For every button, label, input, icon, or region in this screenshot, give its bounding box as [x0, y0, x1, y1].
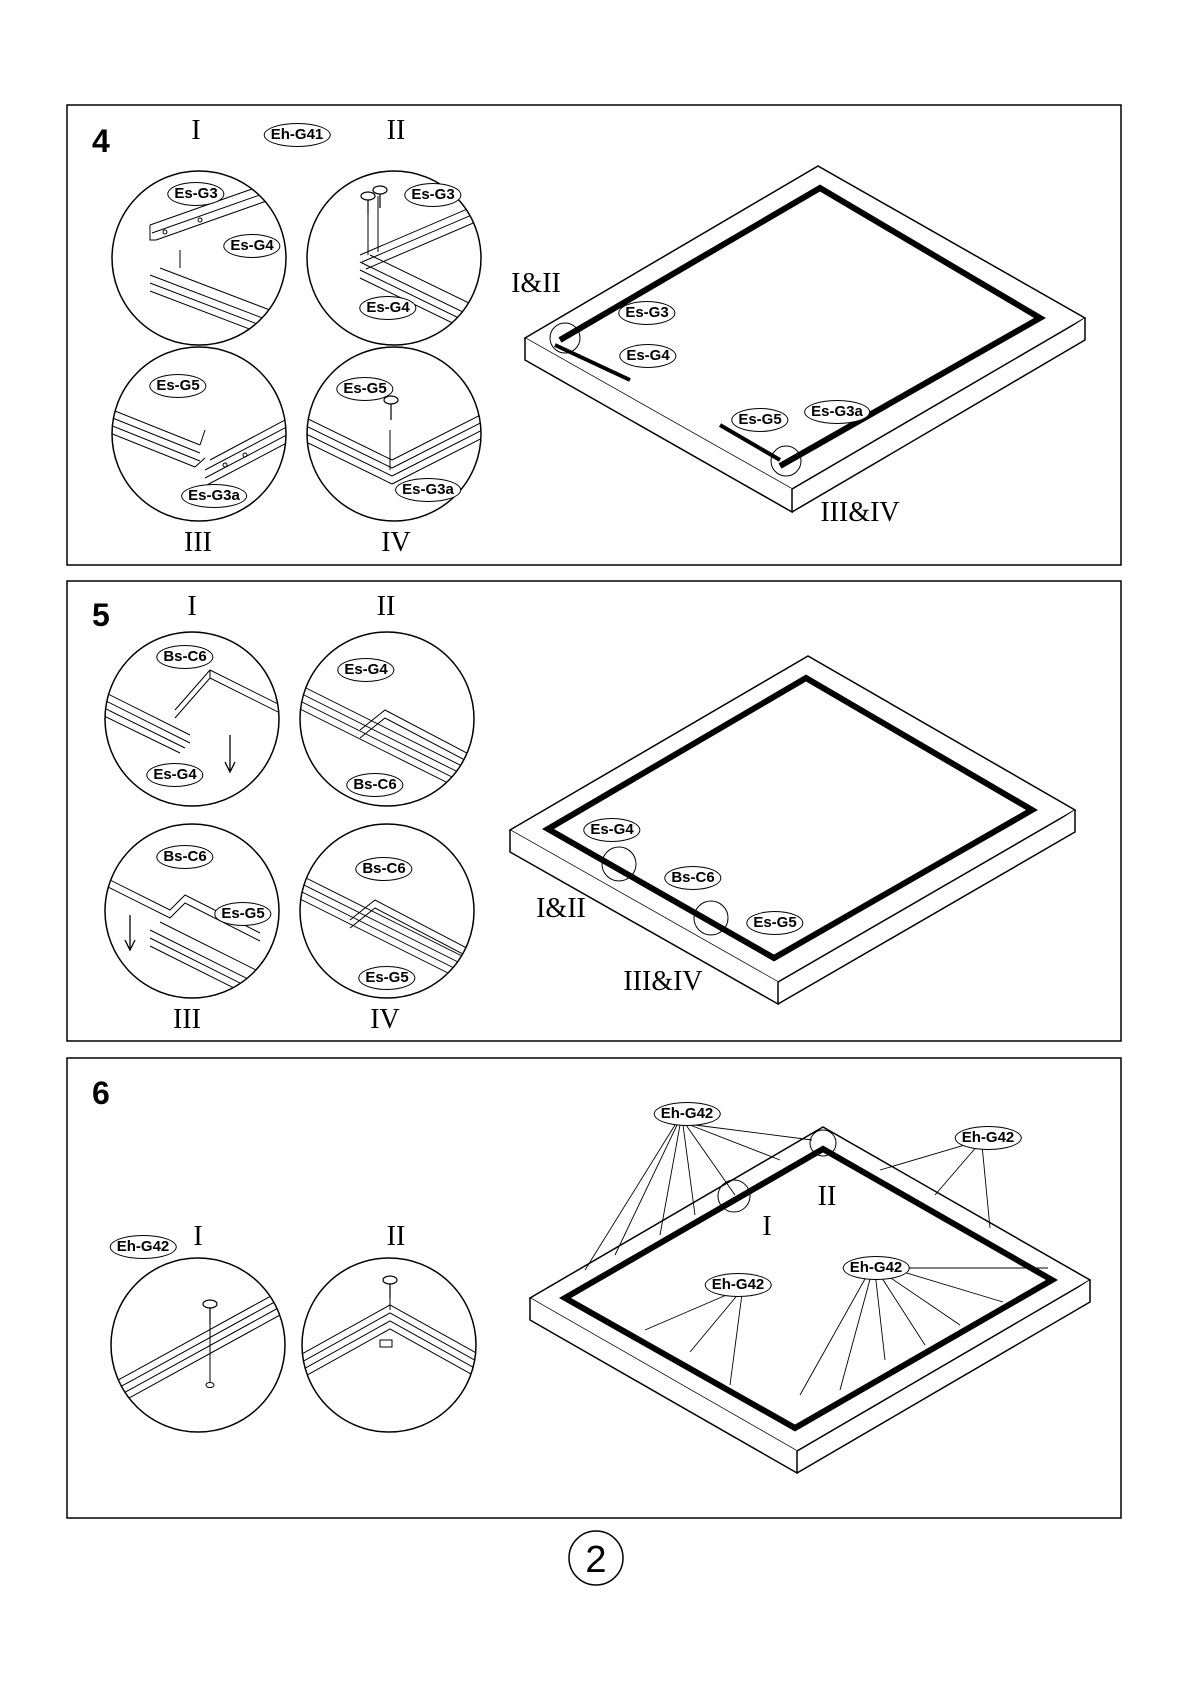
step-5-callout-1: I&II	[536, 893, 586, 924]
step-5-callout-2: III&IV	[623, 966, 702, 997]
step-5-title-3: III	[173, 1004, 201, 1035]
step-6-title-2: II	[387, 1221, 406, 1252]
part-label-es-g4: Es-G4	[337, 658, 394, 682]
part-label-es-g5: Es-G5	[746, 911, 803, 935]
step-4-title-2: II	[387, 115, 406, 146]
step-6-title-1: I	[193, 1221, 202, 1252]
step-6-detail-1	[100, 1258, 300, 1432]
part-label-es-g5: Es-G5	[336, 377, 393, 401]
step-4-title-1: I	[191, 115, 200, 146]
step-4-title-4: IV	[381, 527, 411, 558]
part-label-es-g5: Es-G5	[731, 408, 788, 432]
step-6-panel: 6 I II	[67, 1058, 1121, 1518]
part-label-es-g4: Es-G4	[359, 296, 416, 320]
part-label-es-g3: Es-G3	[167, 182, 224, 206]
part-label-bs-c6: Bs-C6	[156, 645, 213, 669]
step-4-callout-2: III&IV	[820, 497, 899, 528]
step-4-main-diagram	[525, 166, 1085, 512]
part-label-eh-g42: Eh-G42	[705, 1273, 772, 1297]
part-label-bs-c6: Bs-C6	[664, 866, 721, 890]
step-6-main-diagram	[530, 1125, 1090, 1473]
part-label-es-g3a: Es-G3a	[181, 484, 247, 508]
step-5-title-2: II	[377, 591, 396, 622]
part-label-es-g3: Es-G3	[404, 183, 461, 207]
part-label-bs-c6: Bs-C6	[346, 773, 403, 797]
part-label-es-g5: Es-G5	[149, 374, 206, 398]
step-4-title-3: III	[184, 527, 212, 558]
step-5-panel: 5 I II III IV	[67, 581, 1121, 1041]
part-label-es-g5: Es-G5	[214, 902, 271, 926]
part-label-eh-g42: Eh-G42	[654, 1102, 721, 1126]
part-label-es-g3a: Es-G3a	[395, 478, 461, 502]
step-5-number: 5	[92, 597, 110, 633]
step-4-callout-1: I&II	[511, 268, 561, 299]
part-label-es-g3: Es-G3	[618, 301, 675, 325]
step-6-number: 6	[92, 1075, 110, 1111]
part-label-eh-g42: Eh-G42	[110, 1235, 177, 1259]
step-6-callout-1: I	[762, 1211, 771, 1242]
part-label-eh-g42: Eh-G42	[843, 1256, 910, 1280]
part-label-es-g4: Es-G4	[223, 234, 280, 258]
step-6-detail-2	[300, 1258, 480, 1432]
step-5-title-4: IV	[370, 1004, 400, 1035]
page-number: 2	[585, 1539, 606, 1581]
part-label-es-g4: Es-G4	[146, 763, 203, 787]
step-5-title-1: I	[187, 591, 196, 622]
part-label-eh-g42: Eh-G42	[955, 1126, 1022, 1150]
part-label-es-g3a: Es-G3a	[804, 400, 870, 424]
part-label-bs-c6: Bs-C6	[355, 857, 412, 881]
page-number-badge: 2	[569, 1531, 623, 1585]
part-label-es-g5: Es-G5	[358, 966, 415, 990]
step-6-callout-2: II	[818, 1181, 837, 1212]
part-label-bs-c6: Bs-C6	[156, 845, 213, 869]
part-label-eh-g41: Eh-G41	[264, 123, 331, 147]
part-label-es-g4: Es-G4	[583, 818, 640, 842]
step-4-number: 4	[92, 123, 110, 159]
part-label-es-g4: Es-G4	[619, 344, 676, 368]
